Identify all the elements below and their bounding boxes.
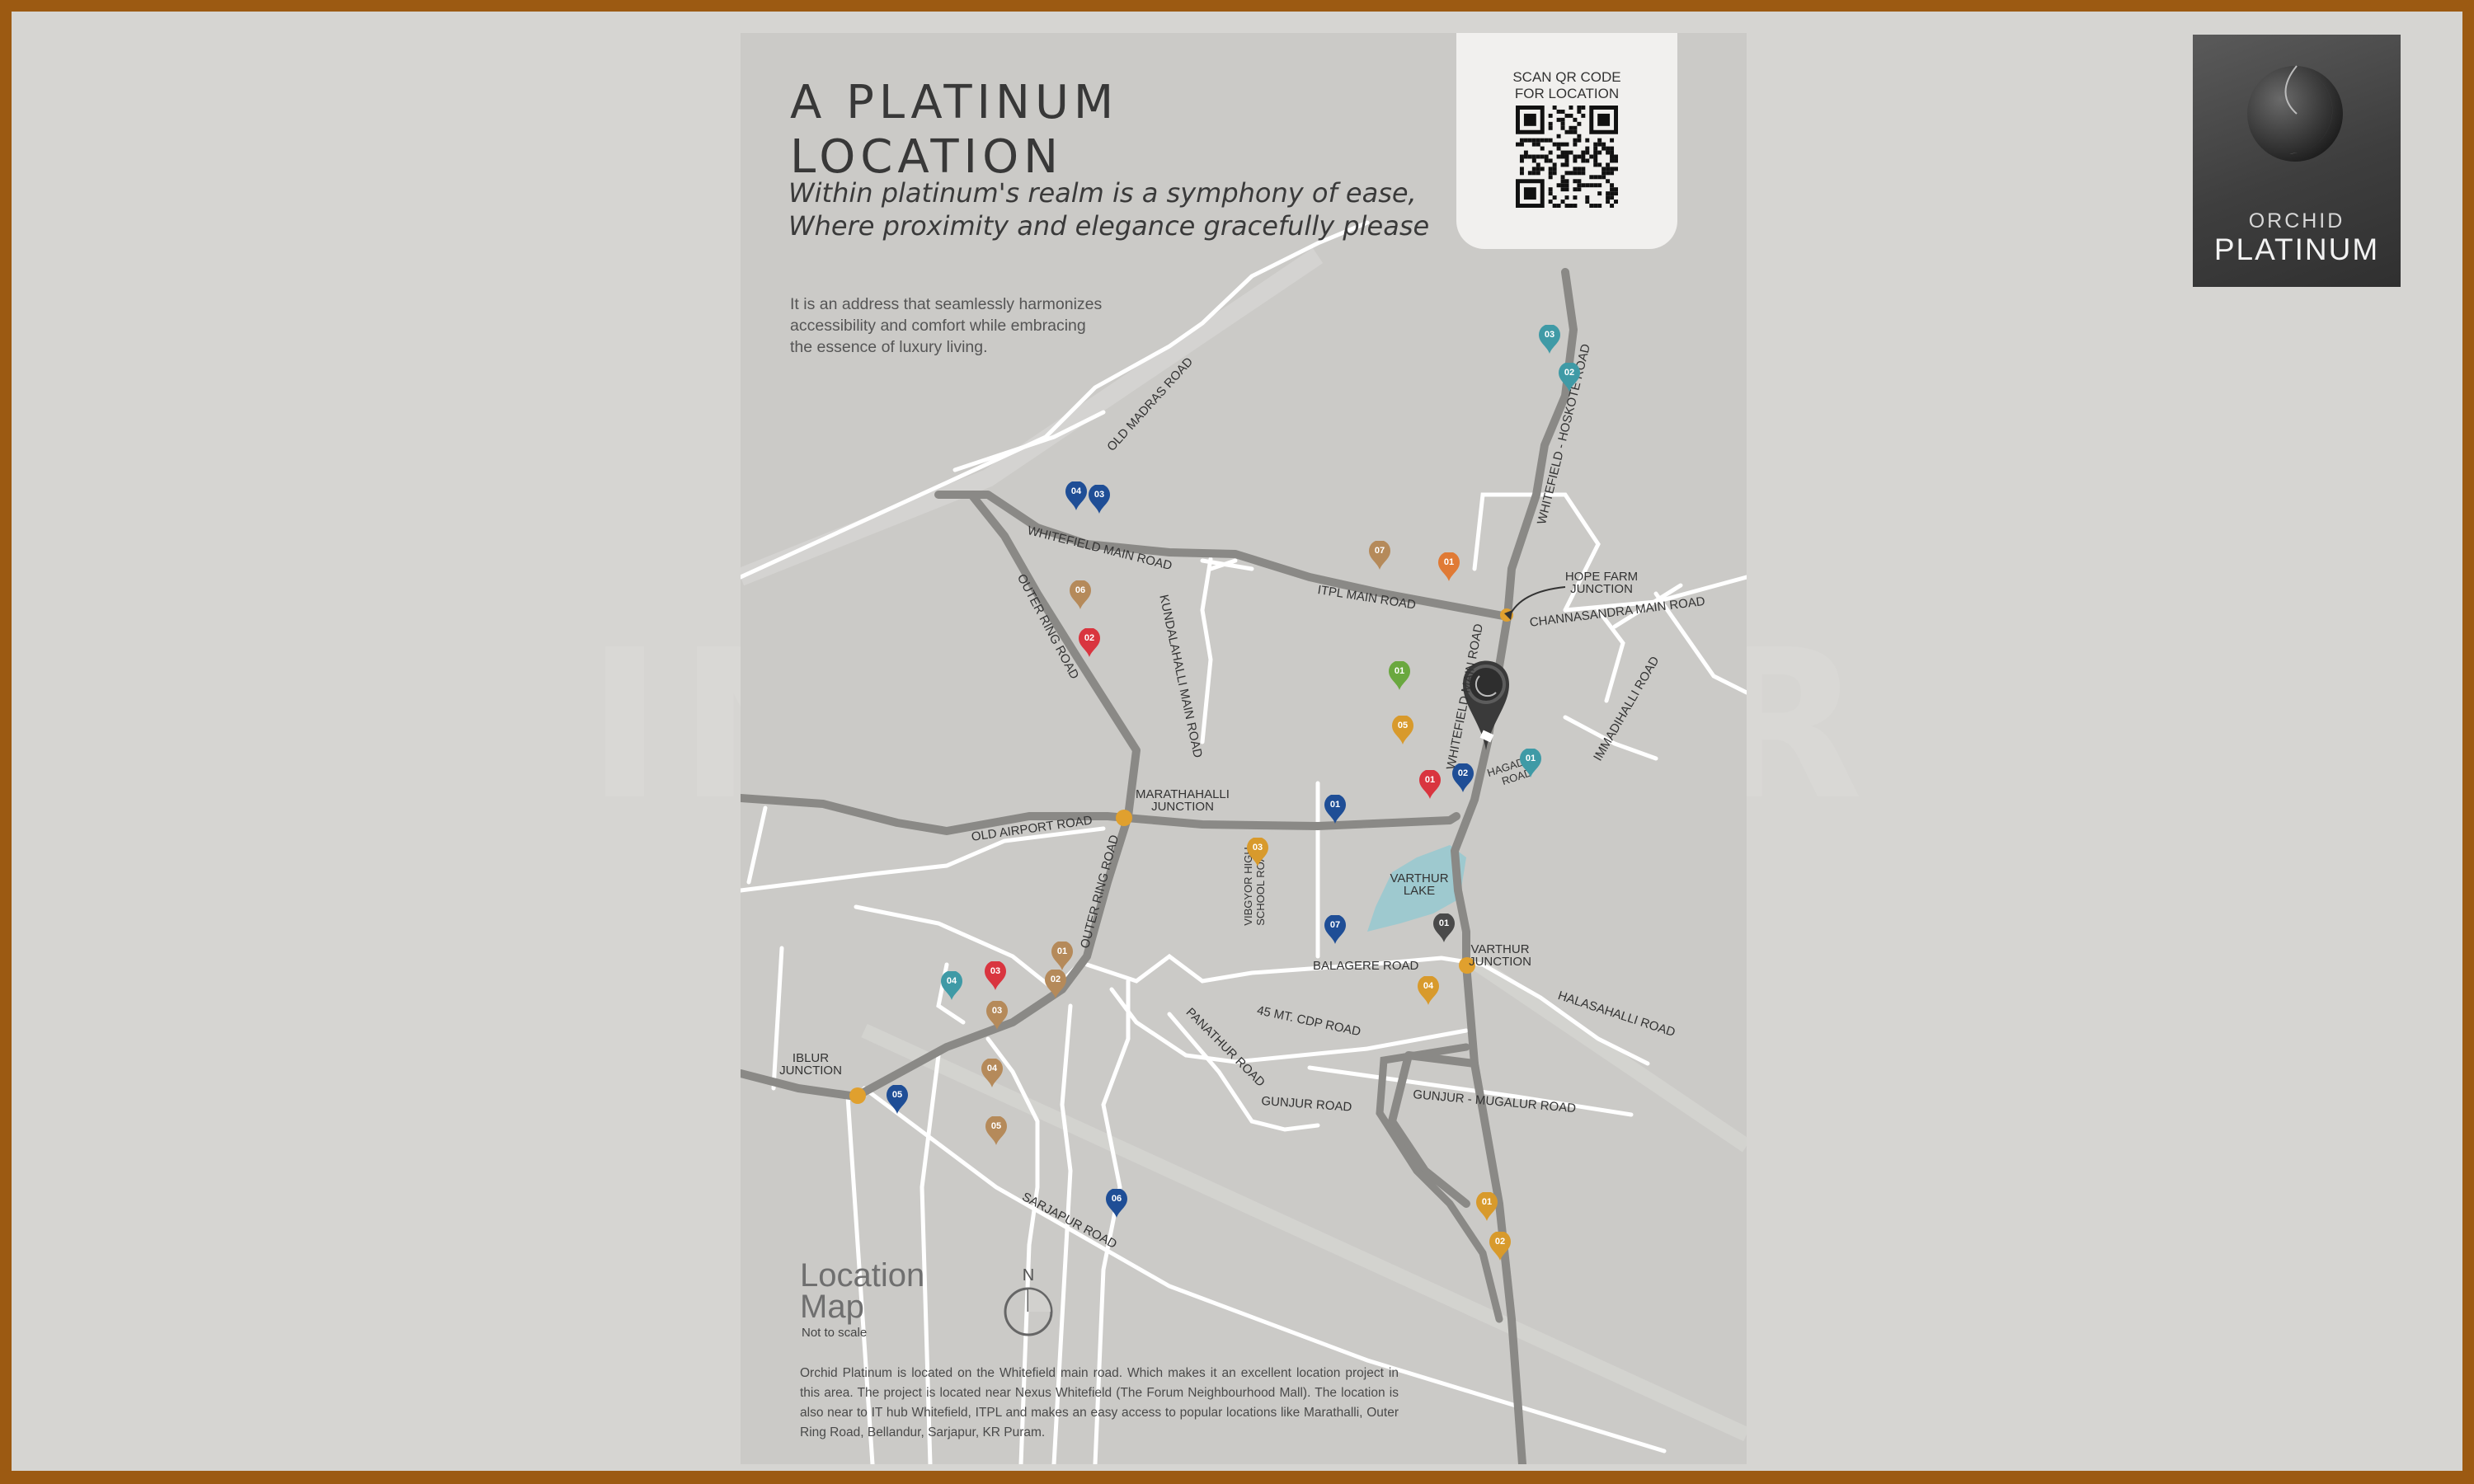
poi-marker-mustard-01[interactable]: 01 [1476,1192,1498,1222]
poi-marker-tan-02[interactable]: 02 [1045,970,1066,999]
location-description: Orchid Platinum is located on the Whitef… [800,1366,1399,1439]
poi-marker-number: 02 [1050,974,1061,984]
poi-marker-number: 01 [1329,800,1341,810]
varthur-lake-label: VARTHUR LAKE [1390,871,1449,898]
poi-marker-number: 01 [1424,775,1436,785]
poi-marker-navy-04[interactable]: 04 [1065,481,1087,511]
qr-card[interactable]: SCAN QR CODE FOR LOCATION [1456,33,1677,249]
poi-marker-red-02[interactable]: 02 [1079,628,1100,658]
poi-marker-mustard-05[interactable]: 05 [1392,716,1413,745]
brand-name-top: ORCHID [2248,209,2345,232]
marathahalli-junction-dot [1116,810,1132,826]
poi-marker-orange-01[interactable]: 01 [1438,552,1460,582]
poi-marker-tan-05[interactable]: 05 [985,1116,1007,1146]
junction-label-varthur: VARTHUR JUNCTION [1469,942,1531,969]
page-title: A PLATINUM LOCATION [790,76,1119,184]
location-map-title: Location Map [800,1257,925,1325]
poi-marker-mustard-02[interactable]: 02 [1489,1232,1511,1261]
page-subtitle: Within platinum's realm is a symphony of… [788,177,1430,242]
orchid-moon-emblem-icon [2247,65,2343,162]
poi-marker-number: 06 [1075,585,1086,595]
qr-caption: SCAN QR CODE FOR LOCATION [1512,69,1621,101]
poi-marker-number: 01 [1443,557,1455,567]
page-frame: INVESTOR MART [12,12,2462,1471]
poi-marker-number: 01 [1438,918,1450,928]
poi-marker-number: 06 [1111,1194,1122,1204]
poi-marker-red-01[interactable]: 01 [1419,770,1441,800]
junction-label-hope-farm: HOPE FARM JUNCTION [1564,570,1639,596]
poi-marker-number: 05 [1397,721,1409,730]
north-label: N [1022,1266,1035,1284]
poi-marker-navy-01[interactable]: 01 [1324,795,1346,824]
poi-marker-navy-03[interactable]: 03 [1089,485,1110,514]
poi-marker-navy-02[interactable]: 02 [1452,763,1474,793]
poi-marker-number: 07 [1374,546,1385,556]
junction-label-iblur: IBLUR JUNCTION [779,1051,842,1078]
poi-marker-number: 04 [986,1064,998,1073]
poi-marker-teal-03[interactable]: 03 [1539,325,1560,355]
poi-marker-number: 03 [991,1006,1003,1016]
location-map-panel: A PLATINUM LOCATION Within platinum's re… [741,33,1747,1464]
poi-marker-number: 01 [1481,1197,1493,1207]
poi-marker-number: 02 [1494,1237,1506,1247]
poi-marker-tan-04[interactable]: 04 [981,1059,1003,1088]
poi-marker-navy-07[interactable]: 07 [1324,915,1346,945]
poi-marker-teal-04[interactable]: 04 [941,971,962,1001]
project-location-marker[interactable] [1463,660,1509,751]
poi-marker-number: 02 [1564,368,1575,378]
poi-marker-number: 03 [1544,330,1555,340]
poi-marker-navy-05[interactable]: 05 [887,1085,908,1115]
orchid-platinum-logo: ORCHID PLATINUM [2193,35,2401,287]
poi-marker-number: 04 [946,976,957,986]
poi-marker-number: 01 [1056,946,1068,956]
poi-marker-number: 05 [990,1121,1002,1131]
road-label-balagere: BALAGERE ROAD [1313,959,1419,973]
poi-marker-number: 01 [1525,754,1536,763]
poi-marker-teal-02[interactable]: 02 [1559,363,1580,392]
poi-marker-green-01[interactable]: 01 [1389,661,1410,691]
poi-marker-number: 02 [1084,633,1095,643]
poi-marker-number: 01 [1394,666,1405,676]
junction-label-marathahalli: MARATHAHALLI JUNCTION [1136,787,1230,814]
poi-marker-number: 07 [1329,920,1341,930]
poi-marker-mustard-04[interactable]: 04 [1418,976,1439,1006]
poi-marker-number: 02 [1457,768,1469,778]
poi-marker-mustard-03[interactable]: 03 [1247,838,1268,867]
major-roads [741,268,1578,1464]
minor-roads [741,220,1747,1464]
scale-note: Not to scale [802,1326,868,1340]
intro-paragraph: It is an address that seamlessly harmoni… [790,295,1103,356]
poi-marker-tan-07[interactable]: 07 [1369,541,1390,571]
poi-marker-number: 04 [1423,981,1434,991]
poi-marker-navy-06[interactable]: 06 [1106,1189,1127,1219]
poi-marker-number: 03 [1094,490,1105,500]
poi-marker-number: 05 [891,1090,903,1100]
poi-marker-tan-01[interactable]: 01 [1051,942,1073,971]
poi-marker-number: 03 [990,966,1001,976]
poi-marker-number: 03 [1252,843,1263,852]
qr-code-icon[interactable] [1516,106,1618,208]
poi-marker-gray-01[interactable]: 01 [1433,913,1455,943]
brand-name-bottom: PLATINUM [2213,232,2380,266]
varthur-junction-dot [1459,957,1475,974]
poi-marker-number: 04 [1070,486,1082,496]
poi-marker-tan-03[interactable]: 03 [986,1001,1008,1031]
north-compass-icon [1004,1287,1053,1336]
road-network [741,220,1747,1464]
poi-marker-tan-06[interactable]: 06 [1070,580,1091,610]
varthur-lake-shape [1367,845,1466,932]
iblur-junction-dot [849,1087,866,1104]
poi-marker-red-03[interactable]: 03 [985,961,1006,991]
poi-marker-teal-01[interactable]: 01 [1520,749,1541,778]
